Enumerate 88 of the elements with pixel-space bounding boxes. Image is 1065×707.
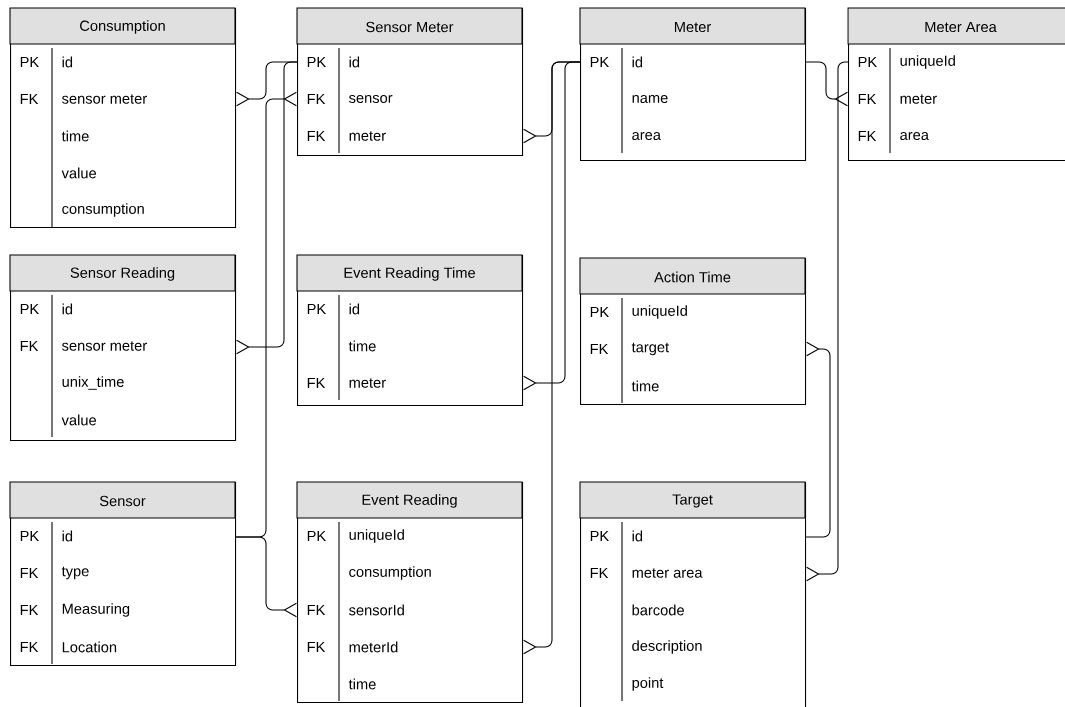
field-name: value — [61, 167, 96, 179]
table-title: Target — [672, 494, 713, 508]
field-name: sensor meter — [62, 94, 147, 104]
table-title: Meter Area — [925, 21, 997, 33]
field-name: Location — [62, 641, 117, 653]
field-name: sensor meter — [62, 341, 147, 351]
key-label: PK — [307, 530, 326, 542]
field-name: type — [61, 566, 89, 580]
key-label: PK — [20, 56, 39, 68]
key-label: FK — [858, 93, 877, 105]
field-name: meter — [349, 378, 386, 388]
key-label: FK — [307, 641, 326, 653]
key-label: FK — [20, 340, 39, 352]
field-name: name — [632, 95, 668, 103]
relationship-line — [805, 61, 848, 107]
field-name: Measuring — [62, 603, 130, 617]
entity-table — [296, 254, 524, 407]
field-name: target — [631, 342, 669, 356]
key-label: PK — [858, 56, 877, 68]
field-name: id — [62, 530, 73, 542]
field-name: area — [632, 132, 661, 140]
key-label: PK — [590, 530, 609, 542]
entity-table — [9, 254, 237, 442]
key-label: PK — [590, 56, 609, 68]
field-name: barcode — [632, 604, 684, 616]
field-name: sensor — [349, 95, 393, 103]
entity-table — [847, 7, 1065, 162]
field-name: uniqueId — [900, 55, 955, 69]
field-name: uniqueId — [349, 529, 404, 543]
key-label: FK — [307, 604, 326, 616]
table-title: Sensor Reading — [70, 267, 175, 281]
field-name: id — [349, 303, 360, 315]
table-title: Event Reading Time — [344, 267, 475, 281]
entity-table — [296, 481, 524, 704]
relationship-line — [805, 341, 831, 538]
field-name: unix_time — [62, 376, 124, 390]
key-label: FK — [20, 641, 39, 653]
entity-table — [296, 7, 524, 157]
field-name: meter — [349, 131, 386, 141]
table-title: Sensor — [99, 495, 146, 507]
field-name: id — [632, 530, 643, 542]
key-label: PK — [590, 306, 609, 318]
key-label: FK — [20, 604, 39, 616]
relationship-line — [235, 536, 297, 618]
key-label: PK — [20, 530, 39, 542]
field-name: id — [62, 303, 73, 315]
field-name: id — [349, 56, 360, 68]
entity-table — [579, 481, 807, 707]
key-label: PK — [20, 303, 39, 315]
relationship-line — [806, 61, 849, 582]
table-title: Consumption — [80, 20, 165, 34]
field-name: meter — [900, 94, 937, 104]
key-label: FK — [307, 377, 326, 389]
table-title: Event Reading — [362, 494, 457, 508]
table-title: Action Time — [654, 271, 731, 283]
field-name: time — [631, 380, 659, 392]
field-name: id — [62, 56, 73, 68]
field-name: time — [61, 130, 89, 142]
key-label: FK — [307, 93, 326, 105]
relationship-line — [236, 61, 298, 355]
field-name: time — [348, 340, 376, 352]
field-name: point — [632, 677, 664, 691]
field-name: id — [632, 56, 643, 68]
field-name: consumption — [349, 566, 431, 580]
key-label: FK — [858, 130, 877, 142]
key-label: FK — [20, 567, 39, 579]
field-name: time — [348, 678, 376, 690]
entity-table — [9, 7, 237, 229]
key-label: FK — [590, 343, 609, 355]
entity-table — [9, 481, 237, 667]
key-label: PK — [307, 303, 326, 315]
field-name: value — [61, 414, 96, 426]
key-label: FK — [307, 130, 326, 142]
field-name: meter area — [632, 568, 703, 578]
entity-table — [579, 257, 807, 406]
field-name: consumption — [62, 203, 144, 217]
field-name: description — [632, 640, 702, 654]
relationship-line — [523, 61, 581, 655]
field-name: sensorId — [349, 604, 404, 616]
field-name: uniqueId — [632, 305, 687, 319]
key-label: FK — [20, 93, 39, 105]
table-title: Meter — [674, 21, 711, 33]
field-name: area — [900, 132, 929, 140]
key-label: FK — [590, 567, 609, 579]
entity-table — [579, 7, 807, 162]
key-label: PK — [307, 56, 326, 68]
field-name: meterId — [349, 641, 398, 653]
table-title: Sensor Meter — [366, 21, 454, 33]
